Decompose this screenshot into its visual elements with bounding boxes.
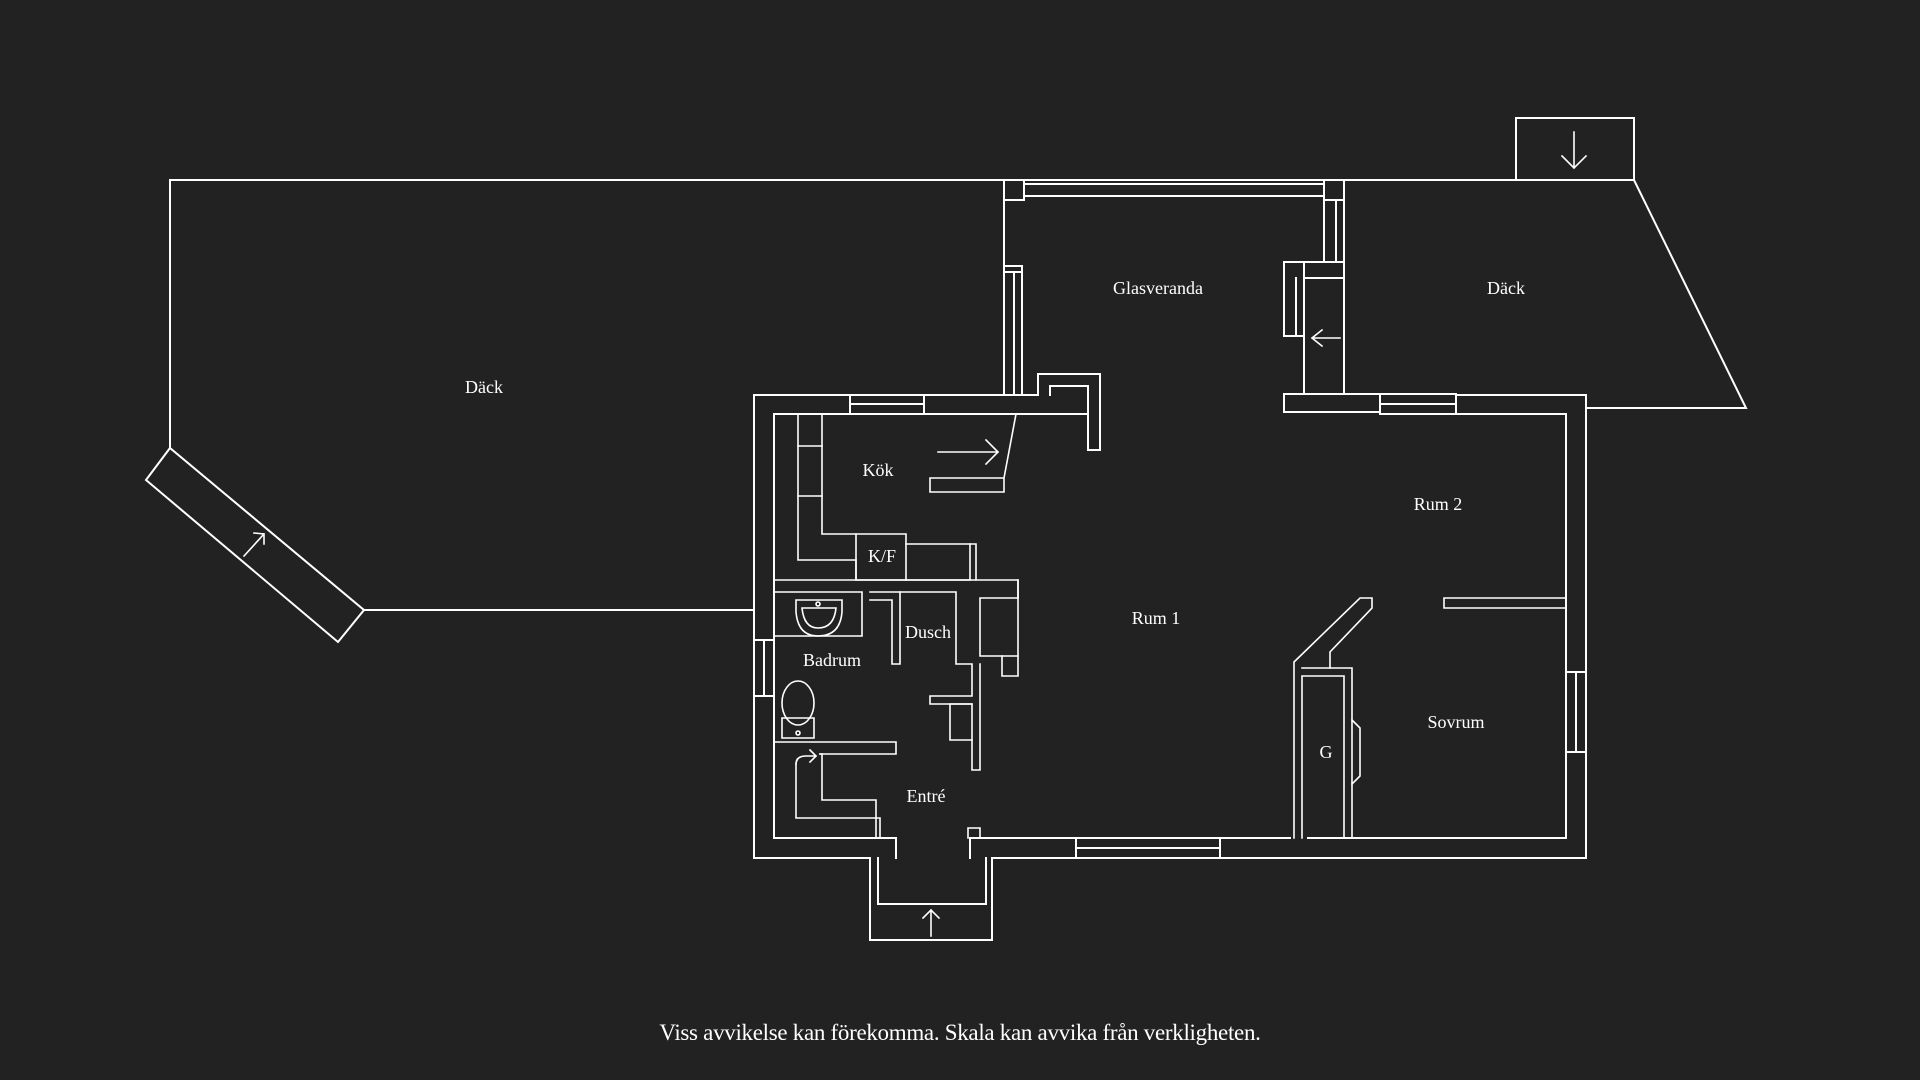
room-label-rum1: Rum 1 [1132,608,1181,628]
sovrum-walls [1293,597,1567,839]
room-label-dusch: Dusch [905,622,951,642]
toilet-icon [781,680,815,739]
room-label-badrum: Badrum [803,650,861,670]
room-label-entre: Entré [907,786,946,806]
room-label-deck-right: Däck [1487,278,1525,298]
kitchen-fixtures [773,413,1019,599]
kitchen-counter-arrow-icon [937,438,1000,466]
room-label-kf: K/F [868,546,896,566]
disclaimer-text: Viss avvikelse kan förekomma. Skala kan … [659,1020,1261,1045]
room-label-deck-left: Däck [465,377,503,397]
room-label-kok: Kök [863,460,894,480]
deck-left-outline [144,179,1005,644]
entre-walls [795,748,981,839]
room-label-rum2: Rum 2 [1414,494,1463,514]
deck-right-outline [1343,117,1748,409]
deck-stair-arrow-icon [242,532,266,558]
veranda-door-arrow-icon [1310,328,1341,348]
sink-icon [795,599,843,637]
room-label-sovrum: Sovrum [1427,712,1484,732]
deck-right-stair-arrow-icon [1560,131,1588,170]
room-label-garderob: G [1320,742,1333,762]
entry-arrow-icon [921,908,941,937]
room-label-glasveranda: Glasveranda [1113,278,1203,298]
glasveranda-walls [1003,179,1345,451]
